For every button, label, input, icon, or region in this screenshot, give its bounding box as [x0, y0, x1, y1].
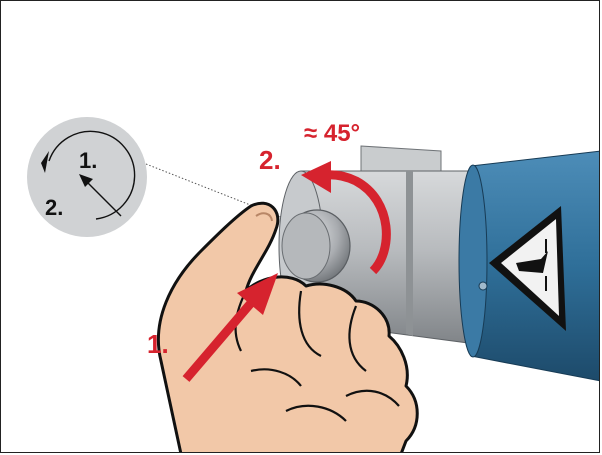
release-knob-face: [281, 212, 331, 280]
push-arrow: [182, 273, 278, 382]
inset-label-2: 2.: [45, 195, 63, 220]
angle-label: ≈ 45°: [304, 120, 360, 147]
step-2-label: 2.: [259, 145, 281, 175]
step-1-label: 1.: [147, 329, 169, 359]
hand-crease-3: [348, 305, 367, 372]
device-screw: [478, 281, 488, 291]
inset-pointer-arrowhead: [79, 174, 93, 187]
hand-crease-4: [250, 368, 302, 387]
device-groove: [406, 171, 413, 336]
device-blue-rim: [458, 164, 488, 358]
thumbnail: [255, 212, 273, 222]
inset-arc: [48, 130, 136, 220]
hand-crease-6: [345, 389, 400, 407]
hand-crease-2: [298, 290, 322, 357]
rotation-inset: 1. 2.: [27, 117, 147, 237]
rotate-arrow: [301, 161, 391, 275]
inset-label-1: 1.: [79, 148, 97, 173]
hand-crease-5: [285, 404, 347, 422]
inset-arc-arrowhead: [41, 151, 49, 173]
hand-crush-warning-icon: [489, 206, 566, 331]
inset-pointer: [85, 180, 122, 217]
